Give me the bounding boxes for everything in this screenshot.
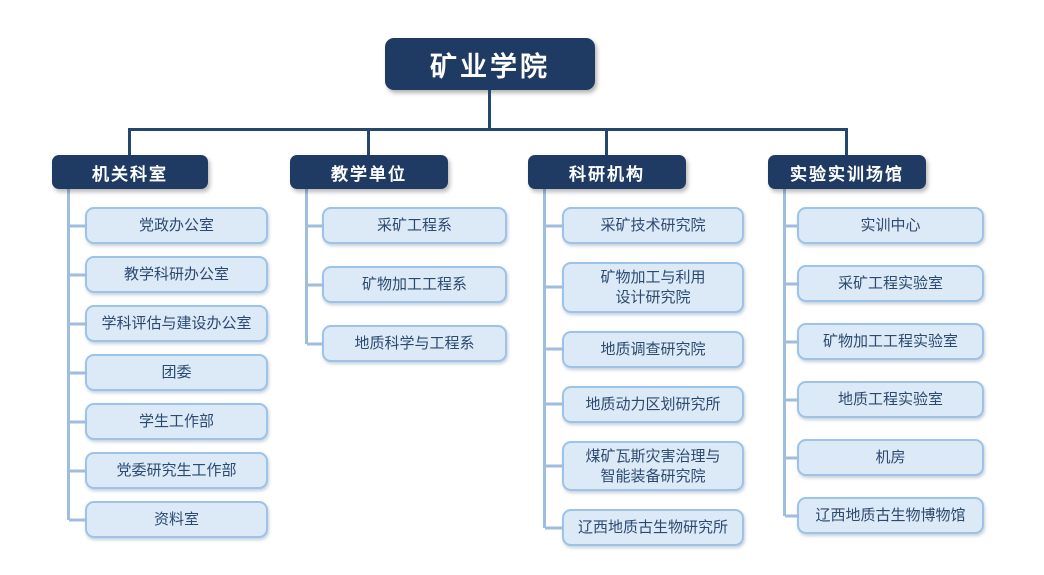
column-bracket-line (305, 189, 308, 344)
org-item: 采矿工程实验室 (797, 265, 984, 302)
org-item: 党委研究生工作部 (85, 452, 268, 489)
org-item: 地质调查研究院 (562, 330, 744, 368)
column-items: 党政办公室教学科研办公室学科评估与建设办公室团委学生工作部党委研究生工作部资料室 (52, 189, 268, 538)
column-items: 采矿技术研究院矿物加工与利用 设计研究院地质调查研究院地质动力区划研究所煤矿瓦斯… (528, 189, 744, 546)
column-header: 科研机构 (528, 155, 686, 189)
org-item: 学科评估与建设办公室 (85, 305, 268, 342)
connector-horizontal (128, 128, 847, 131)
column-header: 实验实训场馆 (768, 155, 926, 189)
org-item: 资料室 (85, 501, 268, 538)
org-item: 矿物加工工程实验室 (797, 323, 984, 360)
connector-root-stem (488, 90, 491, 128)
connector-stub-col1 (128, 128, 131, 155)
column-teaching-units: 教学单位 采矿工程系矿物加工工程系地质科学与工程系 (290, 155, 507, 362)
org-item: 团委 (85, 354, 268, 391)
org-item: 实训中心 (797, 207, 984, 244)
column-bracket-line (783, 189, 786, 516)
org-item: 煤矿瓦斯灾害治理与 智能装备研究院 (562, 440, 744, 491)
connector-stub-col2 (367, 128, 370, 155)
org-item: 辽西地质古生物博物馆 (797, 497, 984, 534)
org-item: 矿物加工工程系 (322, 266, 507, 303)
column-administrative-offices: 机关科室 党政办公室教学科研办公室学科评估与建设办公室团委学生工作部党委研究生工… (52, 155, 268, 538)
org-item: 辽西地质古生物研究所 (562, 509, 744, 546)
root-node: 矿业学院 (385, 38, 595, 90)
org-item: 地质动力区划研究所 (562, 385, 744, 423)
column-items: 采矿工程系矿物加工工程系地质科学与工程系 (290, 189, 507, 362)
org-item: 党政办公室 (85, 207, 268, 244)
org-item: 采矿工程系 (322, 207, 507, 244)
org-item: 教学科研办公室 (85, 256, 268, 293)
column-header: 机关科室 (52, 155, 208, 189)
connector-stub-col4 (845, 128, 848, 155)
org-item: 采矿技术研究院 (562, 207, 744, 244)
org-item: 机房 (797, 439, 984, 476)
connector-stub-col3 (605, 128, 608, 155)
column-bracket-line (67, 189, 70, 520)
org-item: 地质科学与工程系 (322, 325, 507, 362)
column-items: 实训中心采矿工程实验室矿物加工工程实验室地质工程实验室机房辽西地质古生物博物馆 (768, 189, 984, 534)
column-research-institutions: 科研机构 采矿技术研究院矿物加工与利用 设计研究院地质调查研究院地质动力区划研究… (528, 155, 744, 546)
column-header: 教学单位 (290, 155, 448, 189)
org-item: 矿物加工与利用 设计研究院 (562, 262, 744, 313)
column-lab-training-venues: 实验实训场馆 实训中心采矿工程实验室矿物加工工程实验室地质工程实验室机房辽西地质… (768, 155, 984, 534)
org-item: 学生工作部 (85, 403, 268, 440)
org-item: 地质工程实验室 (797, 381, 984, 418)
column-bracket-line (543, 189, 546, 528)
